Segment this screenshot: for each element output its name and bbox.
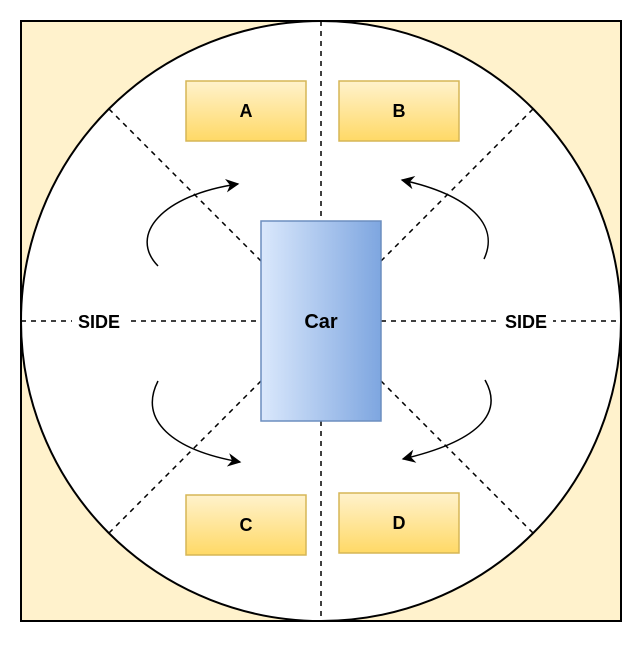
arrow-bottom-right-icon xyxy=(401,379,492,463)
car-box[interactable]: Car xyxy=(260,220,382,422)
side-label-right: SIDE xyxy=(505,312,547,332)
box-b-label: B xyxy=(393,101,406,121)
arrow-bottom-left-icon xyxy=(151,380,242,467)
side-label-left-group: SIDE xyxy=(72,310,126,332)
arrow-top-left-icon xyxy=(146,179,240,267)
box-a[interactable]: A xyxy=(185,80,307,142)
side-label-left: SIDE xyxy=(78,312,120,332)
box-a-label: A xyxy=(240,101,253,121)
box-c-label: C xyxy=(240,515,253,535)
curved-arrows xyxy=(146,176,492,467)
box-c[interactable]: C xyxy=(185,494,307,556)
box-d-label: D xyxy=(393,513,406,533)
box-b[interactable]: B xyxy=(338,80,460,142)
arrow-top-right-icon xyxy=(400,176,489,260)
car-label: Car xyxy=(304,311,338,333)
box-d[interactable]: D xyxy=(338,492,460,554)
side-label-right-group: SIDE xyxy=(499,310,553,332)
